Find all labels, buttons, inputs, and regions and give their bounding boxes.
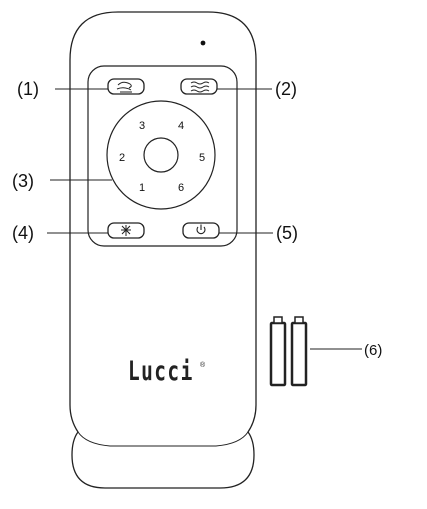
- callout-5: (5): [276, 223, 298, 243]
- indicator-dot: [200, 40, 206, 46]
- speed-dial[interactable]: [106, 100, 216, 210]
- remote-body: [69, 11, 257, 489]
- brand-logo: Lucci: [128, 356, 194, 387]
- dial-center-button[interactable]: [143, 137, 179, 173]
- callout-1: (1): [17, 79, 39, 99]
- light-icon: [121, 225, 131, 236]
- breeze-icon: [116, 81, 132, 93]
- dial-number-6[interactable]: 6: [177, 182, 185, 194]
- dial-number-1[interactable]: 1: [138, 182, 146, 194]
- dial-number-3[interactable]: 3: [138, 120, 146, 132]
- battery-left: [269, 316, 287, 387]
- breeze-button[interactable]: [107, 78, 145, 95]
- callout-4: (4): [12, 223, 34, 243]
- callout-2: (2): [275, 79, 297, 99]
- wave-button[interactable]: [180, 78, 218, 95]
- dial-number-5[interactable]: 5: [198, 152, 206, 164]
- battery-right: [290, 316, 308, 387]
- registered-mark: ®: [200, 362, 206, 369]
- power-button[interactable]: [182, 222, 220, 239]
- button-panel: [87, 65, 238, 247]
- leader-lines: [47, 88, 362, 350]
- wave-icon: [190, 81, 210, 93]
- callout-3: (3): [12, 171, 34, 191]
- dial-number-4[interactable]: 4: [177, 120, 185, 132]
- light-button[interactable]: [107, 222, 145, 239]
- back-cover-line: [77, 431, 249, 447]
- dial-number-2[interactable]: 2: [118, 152, 126, 164]
- batteries: [269, 316, 308, 387]
- power-icon: [196, 224, 206, 235]
- callout-6: (6): [364, 342, 383, 359]
